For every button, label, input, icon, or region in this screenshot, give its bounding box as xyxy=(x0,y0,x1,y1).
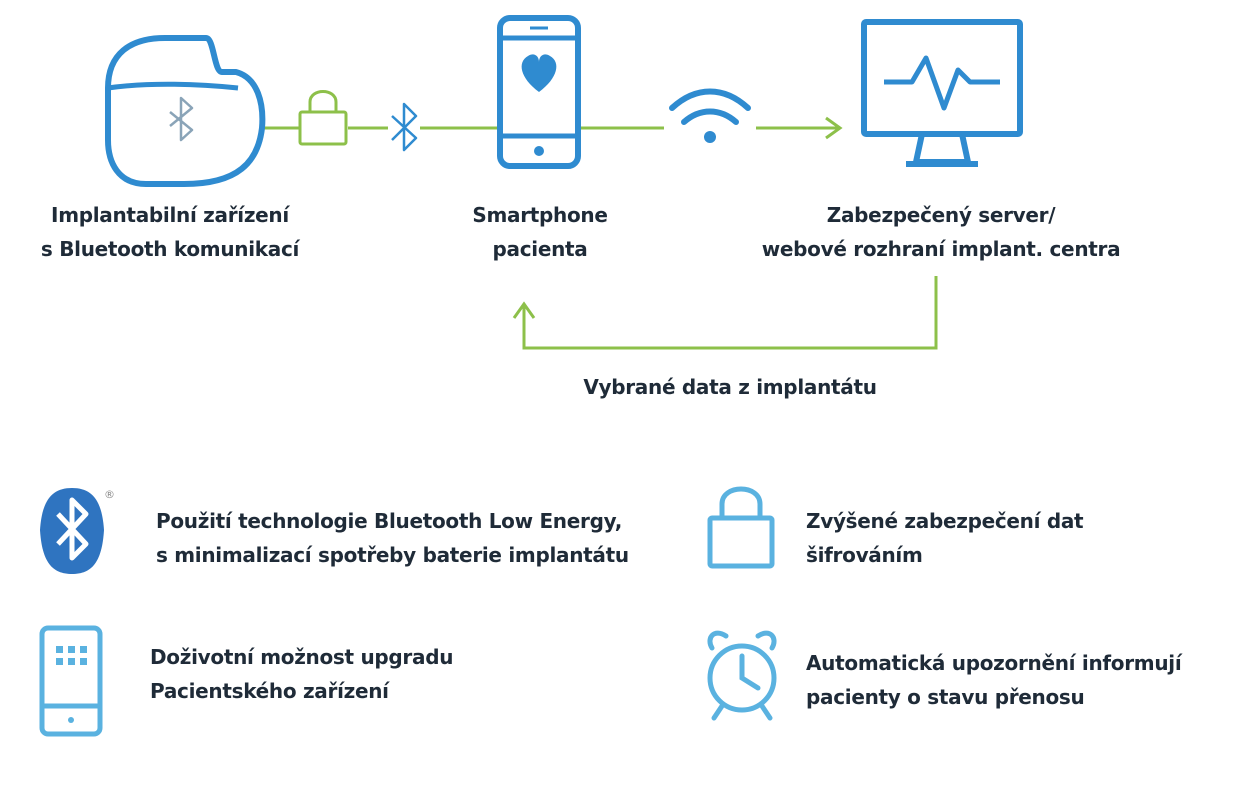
node-label-smartphone: Smartphone pacienta xyxy=(440,198,640,266)
implant-device-icon xyxy=(105,35,266,187)
connection-line-phone-server xyxy=(580,116,843,140)
feature-line: Doživotní možnost upgradu xyxy=(150,645,454,669)
registered-mark: ® xyxy=(104,488,115,501)
node-label-line: Smartphone xyxy=(472,203,608,227)
feature-line: šifrováním xyxy=(806,543,923,567)
feature-encryption-text: Zvýšené zabezpečení dat šifrováním xyxy=(806,504,1084,572)
feature-line-prefix: Použití technologie xyxy=(156,509,375,533)
feature-bluetooth-text: Použití technologie Bluetooth Low Energy… xyxy=(156,504,629,572)
smartphone-icon xyxy=(497,15,581,169)
node-label-implant: Implantabilní zařízení s Bluetooth komun… xyxy=(20,198,320,266)
monitor-icon xyxy=(861,19,1023,167)
node-label-line: s Bluetooth komunikací xyxy=(40,237,300,261)
feature-line: Pacientského zařízení xyxy=(150,679,389,703)
node-label-server: Zabezpečený server/ webové rozhraní impl… xyxy=(736,198,1146,266)
node-label-line: webové rozhraní implant. centra xyxy=(761,237,1121,261)
return-arrow xyxy=(512,276,938,350)
node-label-line: Implantabilní zařízení xyxy=(51,203,289,227)
feature-line: Použití technologie Bluetooth Low Energy… xyxy=(156,504,629,538)
feature-upgrade-text: Doživotní možnost upgradu Pacientského z… xyxy=(150,640,453,708)
alarm-clock-icon xyxy=(707,630,777,721)
node-label-line: pacienta xyxy=(492,237,588,261)
bluetooth-link-icon xyxy=(391,102,418,152)
implant-bluetooth-icon xyxy=(169,96,194,142)
heart-icon xyxy=(521,54,557,92)
app-phone-icon xyxy=(39,625,103,737)
feature-highlight: Bluetooth Low Energy, xyxy=(374,509,623,533)
padlock-small-icon xyxy=(298,90,348,146)
return-edge-label: Vybrané data z implantátu xyxy=(560,370,900,404)
bluetooth-icon xyxy=(40,488,104,574)
feature-line: s minimalizací spotřeby baterie implantá… xyxy=(156,543,629,567)
node-label-line: Zabezpečený server/ xyxy=(826,203,1056,227)
return-edge-label-text: Vybrané data z implantátu xyxy=(583,375,877,399)
feature-line: pacienty o stavu přenosu xyxy=(806,685,1085,709)
wifi-icon xyxy=(669,88,751,143)
heartbeat-icon xyxy=(884,55,1000,111)
feature-line: Zvýšené zabezpečení dat xyxy=(806,509,1084,533)
padlock-icon xyxy=(707,486,775,569)
feature-line: Automatická upozornění informují xyxy=(806,651,1182,675)
feature-notifications-text: Automatická upozornění informují pacient… xyxy=(806,646,1182,714)
